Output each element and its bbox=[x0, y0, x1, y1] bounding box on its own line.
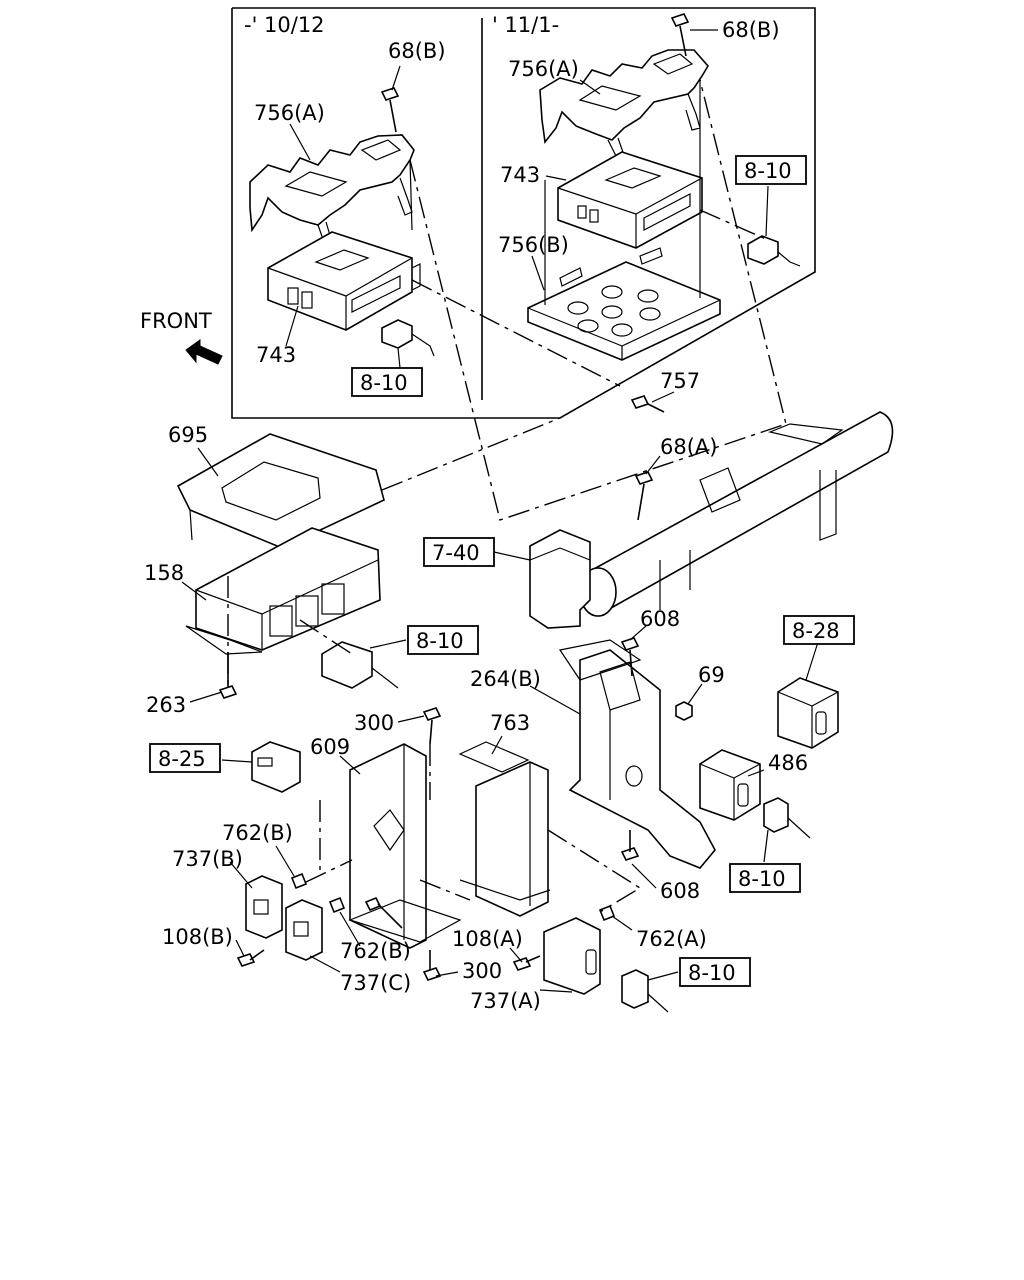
part-label-68b-new: 68(B) bbox=[722, 18, 780, 42]
ref-label: 8-10 bbox=[360, 371, 408, 395]
bracket-763 bbox=[458, 741, 551, 917]
bracket-756a-new bbox=[539, 49, 709, 161]
inset-period-new: ' 11/1- bbox=[492, 13, 559, 37]
part-label-737a: 737(A) bbox=[470, 989, 541, 1013]
inset-period-old: -' 10/12 bbox=[244, 13, 325, 37]
ref-box-8-25: 8-25 bbox=[149, 743, 221, 773]
part-label-68b-old: 68(B) bbox=[388, 39, 446, 63]
ecu-743-old bbox=[267, 231, 421, 331]
bracket-264b bbox=[559, 639, 716, 869]
ref-label: 8-10 bbox=[738, 867, 786, 891]
ref-label: 8-25 bbox=[158, 747, 206, 771]
part-label-68a: 68(A) bbox=[660, 435, 717, 459]
clip-icon bbox=[290, 872, 308, 890]
bracket-7-40 bbox=[529, 529, 591, 629]
part-label-608-bot: 608 bbox=[660, 879, 700, 903]
bracket-609 bbox=[348, 743, 462, 949]
ref-label: 8-28 bbox=[792, 619, 840, 643]
ecu-743-new bbox=[557, 151, 703, 249]
bolt-icon bbox=[364, 896, 403, 929]
part-label-757: 757 bbox=[660, 369, 700, 393]
bolt-icon bbox=[670, 13, 690, 57]
part-label-756a-old: 756(A) bbox=[254, 101, 325, 125]
part-label-609: 609 bbox=[310, 735, 350, 759]
part-label-69: 69 bbox=[698, 663, 725, 687]
cover-695 bbox=[176, 433, 385, 560]
part-label-763: 763 bbox=[490, 711, 530, 735]
connector-icon bbox=[321, 641, 399, 689]
part-label-108a: 108(A) bbox=[452, 927, 523, 951]
part-label-756b-new: 756(B) bbox=[498, 233, 569, 257]
ref-label: 8-10 bbox=[744, 159, 792, 183]
ref-label: 8-10 bbox=[688, 961, 736, 985]
clip-icon bbox=[328, 896, 346, 914]
bolt-icon bbox=[620, 830, 640, 861]
part-label-300-bot: 300 bbox=[462, 959, 502, 983]
ref-box-8-10-old: 8-10 bbox=[351, 367, 423, 397]
relay-737b bbox=[245, 875, 283, 939]
connector-icon bbox=[747, 235, 801, 267]
ref-box-8-10-new: 8-10 bbox=[735, 155, 807, 185]
front-arrow-icon bbox=[185, 339, 223, 365]
assembly-lines bbox=[227, 79, 787, 913]
part-label-762b-top: 762(B) bbox=[222, 821, 293, 845]
part-label-264b: 264(B) bbox=[470, 667, 541, 691]
part-label-762a: 762(A) bbox=[636, 927, 707, 951]
part-label-737c: 737(C) bbox=[340, 971, 411, 995]
cross-beam bbox=[579, 411, 894, 617]
ref-box-8-10-737a: 8-10 bbox=[679, 957, 751, 987]
ref-box-8-28: 8-28 bbox=[783, 615, 855, 645]
leader-lines bbox=[181, 29, 819, 993]
ref-box-8-10-486: 8-10 bbox=[729, 863, 801, 893]
part-label-486: 486 bbox=[768, 751, 808, 775]
bolt-icon bbox=[512, 955, 541, 971]
bolt-icon bbox=[630, 395, 665, 413]
tray-756b-new bbox=[527, 160, 721, 361]
part-label-737b: 737(B) bbox=[172, 847, 243, 871]
relay-737c bbox=[285, 899, 323, 961]
connector-icon bbox=[763, 797, 811, 839]
bolt-icon bbox=[422, 950, 442, 981]
nut-icon bbox=[675, 701, 693, 721]
relay-737a bbox=[543, 917, 601, 995]
connector-icon bbox=[381, 319, 435, 369]
part-label-743-new: 743 bbox=[500, 163, 540, 187]
relay-8-25 bbox=[251, 741, 301, 793]
bolt-icon bbox=[236, 949, 265, 967]
ref-box-7-40: 7-40 bbox=[423, 537, 495, 567]
part-label-743-old: 743 bbox=[256, 343, 296, 367]
part-label-756a-new: 756(A) bbox=[508, 57, 579, 81]
part-label-108b: 108(B) bbox=[162, 925, 233, 949]
ref-label: 7-40 bbox=[432, 541, 480, 565]
inset-frame bbox=[231, 7, 816, 419]
ref-box-8-10-ecu: 8-10 bbox=[407, 625, 479, 655]
bolt-icon bbox=[422, 707, 442, 745]
relay-8-28 bbox=[777, 677, 839, 749]
part-label-762b-bot: 762(B) bbox=[340, 939, 411, 963]
connector-icon bbox=[621, 969, 669, 1013]
part-label-263: 263 bbox=[146, 693, 186, 717]
bolt-icon bbox=[380, 87, 400, 133]
part-label-695: 695 bbox=[168, 423, 208, 447]
part-label-158: 158 bbox=[144, 561, 184, 585]
part-label-608-top: 608 bbox=[640, 607, 680, 631]
bracket-756a-old bbox=[249, 134, 415, 246]
part-label-300-top: 300 bbox=[354, 711, 394, 735]
relay-486 bbox=[699, 749, 761, 821]
ecu-158 bbox=[185, 527, 381, 655]
front-label: FRONT bbox=[140, 309, 212, 333]
ref-label: 8-10 bbox=[416, 629, 464, 653]
bolt-icon bbox=[634, 471, 654, 521]
clip-icon bbox=[598, 904, 616, 922]
